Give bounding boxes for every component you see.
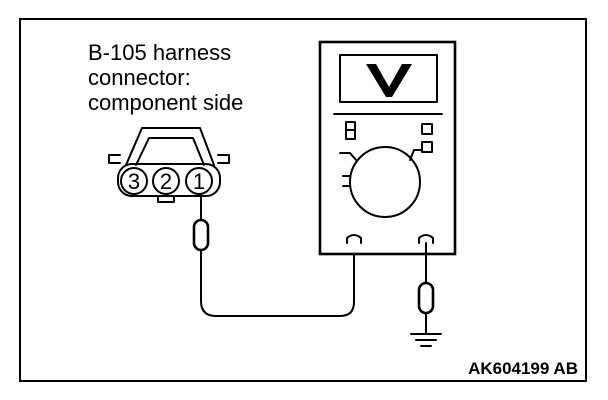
connector-label-line-3: component side xyxy=(88,90,243,115)
connector-label: B-105 harness connector: component side xyxy=(88,40,243,115)
meter-terminal-volt xyxy=(418,234,434,244)
connector-label-line-1: B-105 harness xyxy=(88,40,231,65)
figure-code: AK604199 AB xyxy=(468,359,578,378)
ground-icon xyxy=(410,333,442,347)
connector-pin-2 xyxy=(152,167,180,195)
probe-ground-side xyxy=(417,281,435,335)
meter-terminal-com xyxy=(346,234,362,244)
connector-pin-1 xyxy=(185,167,213,195)
diagram-frame xyxy=(19,18,587,382)
connector-right-ear xyxy=(217,154,230,164)
connector-label-line-2: connector: xyxy=(88,65,191,90)
harness-connector: 3 2 1 xyxy=(108,127,230,203)
meter-dial-tick-1 xyxy=(339,152,357,161)
connector-pin-3 xyxy=(120,167,148,195)
test-lead-wire xyxy=(200,242,355,317)
meter-button-mid-right xyxy=(421,141,433,153)
pin-number-1: 1 xyxy=(193,169,205,194)
connector-key xyxy=(157,195,175,203)
pin-number-2: 2 xyxy=(160,169,172,194)
connector-latch-inner xyxy=(135,137,205,166)
meter-display-symbol xyxy=(366,64,412,97)
meter-button-top-right xyxy=(421,123,433,135)
pin-number-3: 3 xyxy=(128,169,140,194)
multimeter xyxy=(318,40,457,256)
meter-display xyxy=(339,54,438,103)
connector-latch xyxy=(125,127,215,166)
meter-selector-dial xyxy=(349,146,421,218)
connector-left-ear xyxy=(108,154,121,164)
meter-dial-tick-4 xyxy=(409,149,423,161)
